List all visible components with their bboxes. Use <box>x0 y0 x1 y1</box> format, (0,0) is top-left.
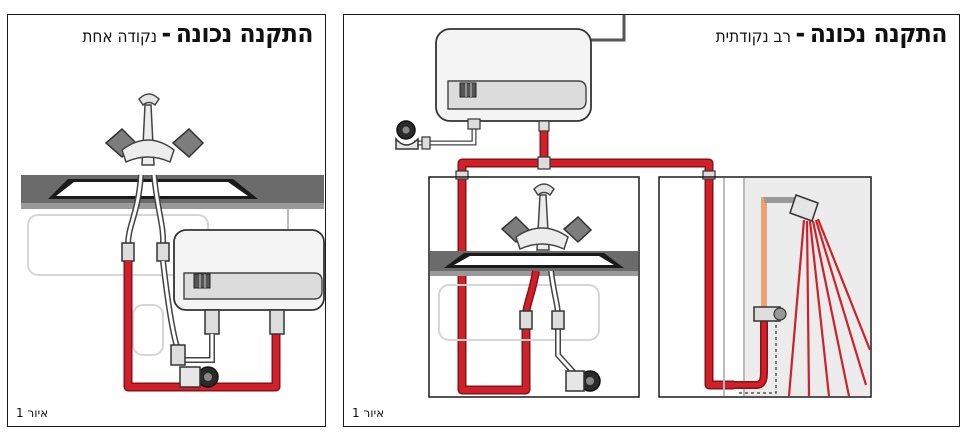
counter-edge <box>21 203 324 209</box>
fitting-left <box>121 242 135 262</box>
hose-right-inner <box>152 174 165 246</box>
hot-outlet-fitting <box>538 120 550 132</box>
single-point-title-main: התקנה נכונה <box>175 19 314 49</box>
sink-fitting-left <box>519 310 533 330</box>
hose-coupler <box>170 344 186 366</box>
main-stop-valve-body <box>395 136 419 150</box>
hot-distribution-pipe-fill <box>459 121 547 393</box>
faucet-handle-right-icon <box>562 215 593 244</box>
water-heater-display-icon <box>193 273 211 289</box>
sink-subpanel <box>428 176 640 398</box>
single-point-figure-label: איור 1 <box>16 406 49 420</box>
multi-point-title: התקנה נכונה - רב נקודתית <box>715 19 948 49</box>
faucet-base <box>121 139 175 164</box>
stop-valve-body <box>179 366 201 388</box>
drain-trap <box>132 304 164 356</box>
faucet-base <box>515 227 569 251</box>
cold-inlet-fitting <box>467 118 481 130</box>
stop-valve-center <box>204 373 212 381</box>
sink-rim <box>454 256 614 265</box>
elbow-right <box>702 170 716 180</box>
hot-pipe-left-fill <box>125 261 279 390</box>
single-point-title: התקנה נכונה - נקודה אחת <box>82 19 313 49</box>
heater-inlet-hose-inner <box>178 334 214 362</box>
water-spray <box>787 218 872 397</box>
faucet-handle-right-icon <box>171 127 205 159</box>
multi-point-diagram <box>395 15 872 398</box>
shower-mixer-knob-icon <box>773 307 787 321</box>
shower-head-icon <box>789 194 819 222</box>
hose-left-inner <box>126 174 143 246</box>
multi-point-title-main: התקנה נכונה <box>809 19 948 49</box>
single-point-title-sub: נקודה אחת <box>82 27 157 47</box>
single-point-title-separator: - <box>161 19 172 49</box>
cabinet-outline <box>438 284 600 341</box>
faucet-spout <box>533 183 555 197</box>
multi-point-figure-label: איור 1 <box>352 406 385 420</box>
shower-subpanel <box>658 176 872 398</box>
multi-point-title-sub: רב נקודתית <box>715 27 791 47</box>
heater-outlet-fitting <box>269 309 285 335</box>
shower-cold-pipe-dashed <box>739 315 777 394</box>
elbow-left <box>455 170 469 180</box>
power-cable <box>589 15 626 42</box>
sink-fitting-right <box>551 310 565 330</box>
fitting-right <box>156 242 170 262</box>
sink-rim <box>56 182 248 196</box>
multi-point-title-separator: - <box>795 19 806 49</box>
faucet-spout <box>138 93 160 107</box>
water-heater-front-panel <box>183 272 323 300</box>
single-point-diagram <box>21 93 325 392</box>
water-heater-front-panel <box>447 80 587 110</box>
sink-stop-valve-center <box>586 377 594 385</box>
multi-point-installation-panel: התקנה נכונה - רב נקודתית <box>343 14 960 427</box>
sink-stop-valve-body <box>565 370 585 392</box>
heater-inlet-fitting <box>204 309 220 335</box>
water-heater-display-icon <box>459 82 477 98</box>
shower-hot-pipe-fill <box>734 315 767 388</box>
tee-fitting <box>537 156 551 170</box>
hot-branch-shower-fill <box>544 160 734 388</box>
main-stop-valve-center <box>402 126 410 134</box>
main-valve-coupler <box>421 136 431 150</box>
single-point-installation-panel: התקנה נכונה - נקודה אחת <box>7 14 326 427</box>
